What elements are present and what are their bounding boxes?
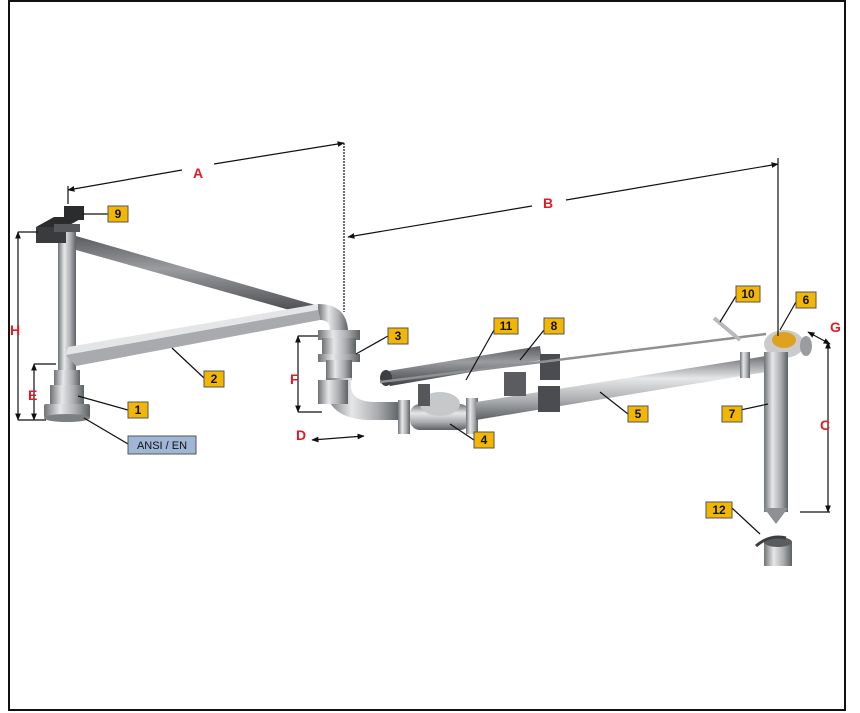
part-tag-12: 12: [705, 501, 733, 519]
part-tag-4: 4: [473, 431, 495, 449]
diagonal-brace: [76, 236, 322, 318]
flange-standard-label: ANSI / EN: [127, 435, 197, 455]
part-tag-8-label: 8: [551, 319, 558, 333]
part-tag-9-label: 9: [115, 207, 122, 221]
part-tag-3-label: 3: [395, 329, 402, 343]
valve: [410, 384, 478, 434]
part-tag-2-label: 2: [211, 372, 218, 386]
dimension-b-label: B: [543, 195, 553, 211]
part-tag-5: 5: [627, 405, 649, 423]
part-tag-5-label: 5: [635, 407, 642, 421]
part-tag-9: 9: [107, 205, 129, 223]
part-tag-8: 8: [543, 317, 565, 335]
part-tag-12-label: 12: [712, 503, 726, 517]
dimension-h-label: H: [10, 322, 20, 338]
dimension-d-label: D: [296, 427, 306, 443]
flange-standard-text: ANSI / EN: [137, 440, 187, 452]
inner-arm: [66, 304, 348, 366]
part-tag-7: 7: [721, 405, 743, 423]
part-tag-11: 11: [493, 317, 519, 335]
swivel-joint: [318, 330, 410, 434]
part-tag-1: 1: [127, 401, 149, 419]
loading-cap: [755, 535, 792, 566]
rod-handle: [712, 316, 742, 342]
part-tag-11-label: 11: [500, 319, 513, 333]
part-tag-6-label: 6: [803, 293, 810, 307]
operating-rod: [379, 332, 767, 384]
part-tag-2: 2: [203, 370, 225, 388]
part-tag-4-label: 4: [481, 433, 488, 447]
drop-pipe: [764, 352, 788, 524]
part-tags: 1 2 3 4 5 6 7 8: [107, 205, 817, 519]
dimension-e-label: E: [28, 387, 37, 403]
dimension-lines: [15, 141, 831, 535]
part-tag-3: 3: [387, 327, 409, 345]
dimension-c-label: C: [820, 417, 830, 433]
part-tag-10: 10: [735, 285, 761, 303]
part-tag-6: 6: [795, 291, 817, 309]
dimension-g-label: G: [830, 319, 841, 335]
part-tag-7-label: 7: [729, 407, 736, 421]
dimension-labels: A B C D E F G H: [10, 165, 841, 443]
part-tag-10-label: 10: [741, 287, 755, 301]
part-tag-1-label: 1: [135, 403, 142, 417]
dimension-f-label: F: [290, 371, 299, 387]
dimension-a-label: A: [193, 165, 203, 181]
diagram-frame: [8, 0, 846, 711]
riser-column: [44, 230, 90, 422]
mounting-plate: [36, 206, 84, 243]
